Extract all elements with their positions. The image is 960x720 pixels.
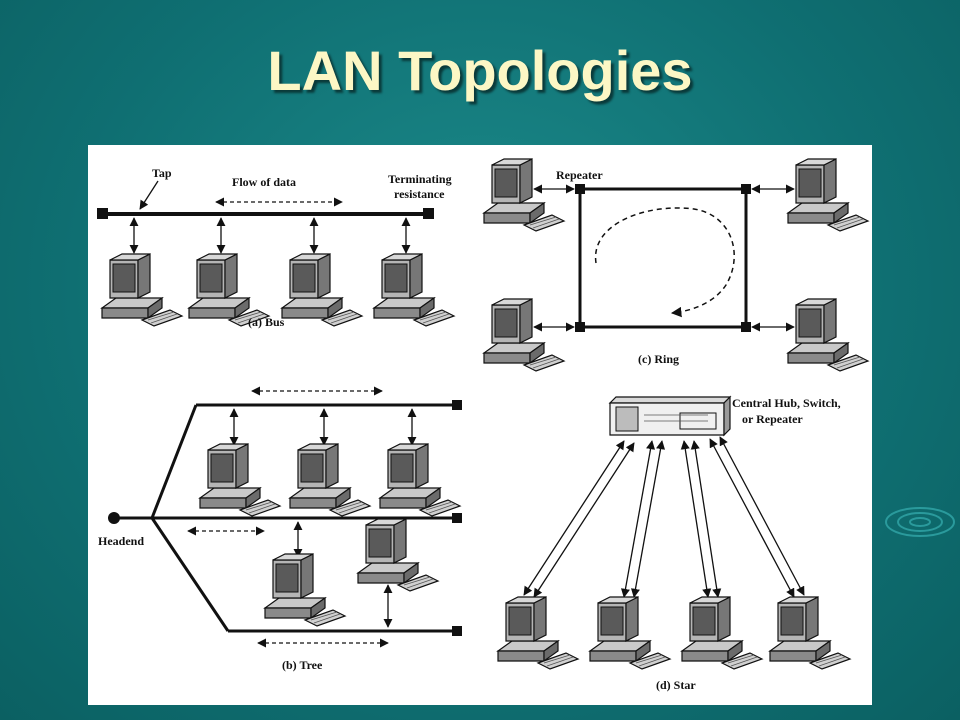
tree-topology: Headend (b) Tree bbox=[98, 386, 462, 672]
tree-terminator-1 bbox=[452, 400, 462, 410]
star-hub-label-2: or Repeater bbox=[742, 412, 803, 426]
star-computer-1 bbox=[497, 596, 579, 670]
bus-computer-3 bbox=[281, 253, 363, 327]
ring-repeater-tr bbox=[741, 184, 751, 194]
ring-topology: Repeater (c) Ring bbox=[483, 158, 869, 372]
ring-caption: (c) Ring bbox=[638, 352, 679, 366]
ring-computer-4 bbox=[787, 298, 869, 372]
topology-diagram: Tap Flow of data Terminating resistance … bbox=[97, 158, 869, 692]
bus-terminator-right bbox=[423, 208, 434, 219]
ring-computer-3 bbox=[483, 298, 565, 372]
star-computer-3 bbox=[681, 596, 763, 670]
tree-terminator-3 bbox=[452, 626, 462, 636]
slide-title: LAN Topologies bbox=[267, 39, 693, 102]
bus-tap-label: Tap bbox=[152, 166, 172, 180]
ripple-decoration bbox=[885, 507, 955, 537]
star-topology: Central Hub, Switch, or Repeater (d) Sta… bbox=[497, 395, 851, 692]
bus-topology: Tap Flow of data Terminating resistance … bbox=[97, 166, 455, 329]
central-hub bbox=[608, 395, 732, 437]
tree-caption: (b) Tree bbox=[282, 658, 323, 672]
ring-repeater-bl bbox=[575, 322, 585, 332]
bus-computer-1 bbox=[101, 253, 183, 327]
bus-caption: (a) Bus bbox=[248, 315, 285, 329]
bus-resistance-label: resistance bbox=[394, 187, 445, 201]
ring-repeater-tl bbox=[575, 184, 585, 194]
star-caption: (d) Star bbox=[656, 678, 696, 692]
bus-computer-4 bbox=[373, 253, 455, 327]
tree-computer-1 bbox=[199, 443, 281, 517]
star-hub-label-1: Central Hub, Switch, bbox=[732, 396, 841, 410]
tree-computer-2 bbox=[289, 443, 371, 517]
bus-terminator-left bbox=[97, 208, 108, 219]
tree-headend-label: Headend bbox=[98, 534, 144, 548]
bus-terminating-label: Terminating bbox=[388, 172, 452, 186]
topology-figure: Tap Flow of data Terminating resistance … bbox=[88, 145, 872, 705]
tree-terminator-2 bbox=[452, 513, 462, 523]
tree-computer-4 bbox=[264, 553, 346, 627]
bus-flow-label: Flow of data bbox=[232, 175, 296, 189]
tree-computer-3 bbox=[379, 443, 461, 517]
tree-computer-5 bbox=[357, 518, 439, 592]
star-computer-2 bbox=[589, 596, 671, 670]
ring-repeater-label: Repeater bbox=[556, 168, 603, 182]
ring-computer-2 bbox=[787, 158, 869, 232]
ring-computer-1 bbox=[483, 158, 565, 232]
star-computer-4 bbox=[769, 596, 851, 670]
ring-repeater-br bbox=[741, 322, 751, 332]
